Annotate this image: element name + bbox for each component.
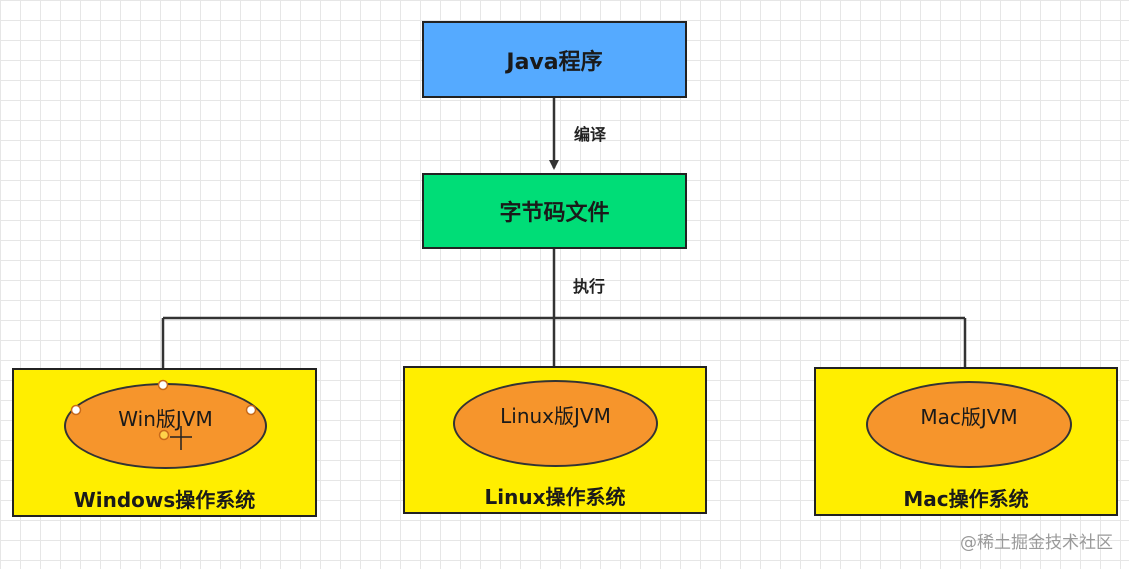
mac-os-label: Mac操作系统 bbox=[903, 487, 1029, 511]
windows-os-label: Windows操作系统 bbox=[73, 488, 256, 512]
mac-jvm-ellipse[interactable]: Mac版JVM bbox=[866, 381, 1072, 468]
linux-os-label: Linux操作系统 bbox=[484, 485, 626, 509]
java-program-label: Java程序 bbox=[506, 49, 603, 75]
mac-os-box[interactable]: Mac版JVM Mac操作系统 bbox=[814, 367, 1118, 516]
linux-jvm-ellipse[interactable]: Linux版JVM bbox=[453, 380, 658, 467]
mac-jvm-label: Mac版JVM bbox=[920, 405, 1018, 429]
linux-jvm-label: Linux版JVM bbox=[500, 404, 611, 428]
linux-os-box[interactable]: Linux版JVM Linux操作系统 bbox=[403, 366, 707, 514]
move-cursor-icon bbox=[170, 426, 192, 450]
handle-top bbox=[157, 379, 169, 391]
handle-center bbox=[158, 429, 170, 441]
handle-right bbox=[245, 404, 257, 416]
windows-os-box[interactable]: Win版JVM Windows操作系统 bbox=[12, 368, 317, 517]
bytecode-label: 字节码文件 bbox=[499, 201, 610, 226]
java-program-box[interactable]: Java程序 bbox=[422, 21, 687, 98]
handle-left bbox=[70, 404, 82, 416]
compile-label: 编译 bbox=[574, 125, 607, 144]
execute-label: 执行 bbox=[573, 277, 606, 296]
bytecode-box[interactable]: 字节码文件 bbox=[422, 173, 687, 249]
win-jvm-label: Win版JVM bbox=[118, 407, 213, 431]
win-jvm-ellipse[interactable]: Win版JVM bbox=[64, 383, 267, 469]
watermark: @稀土掘金技术社区 bbox=[960, 533, 1113, 553]
